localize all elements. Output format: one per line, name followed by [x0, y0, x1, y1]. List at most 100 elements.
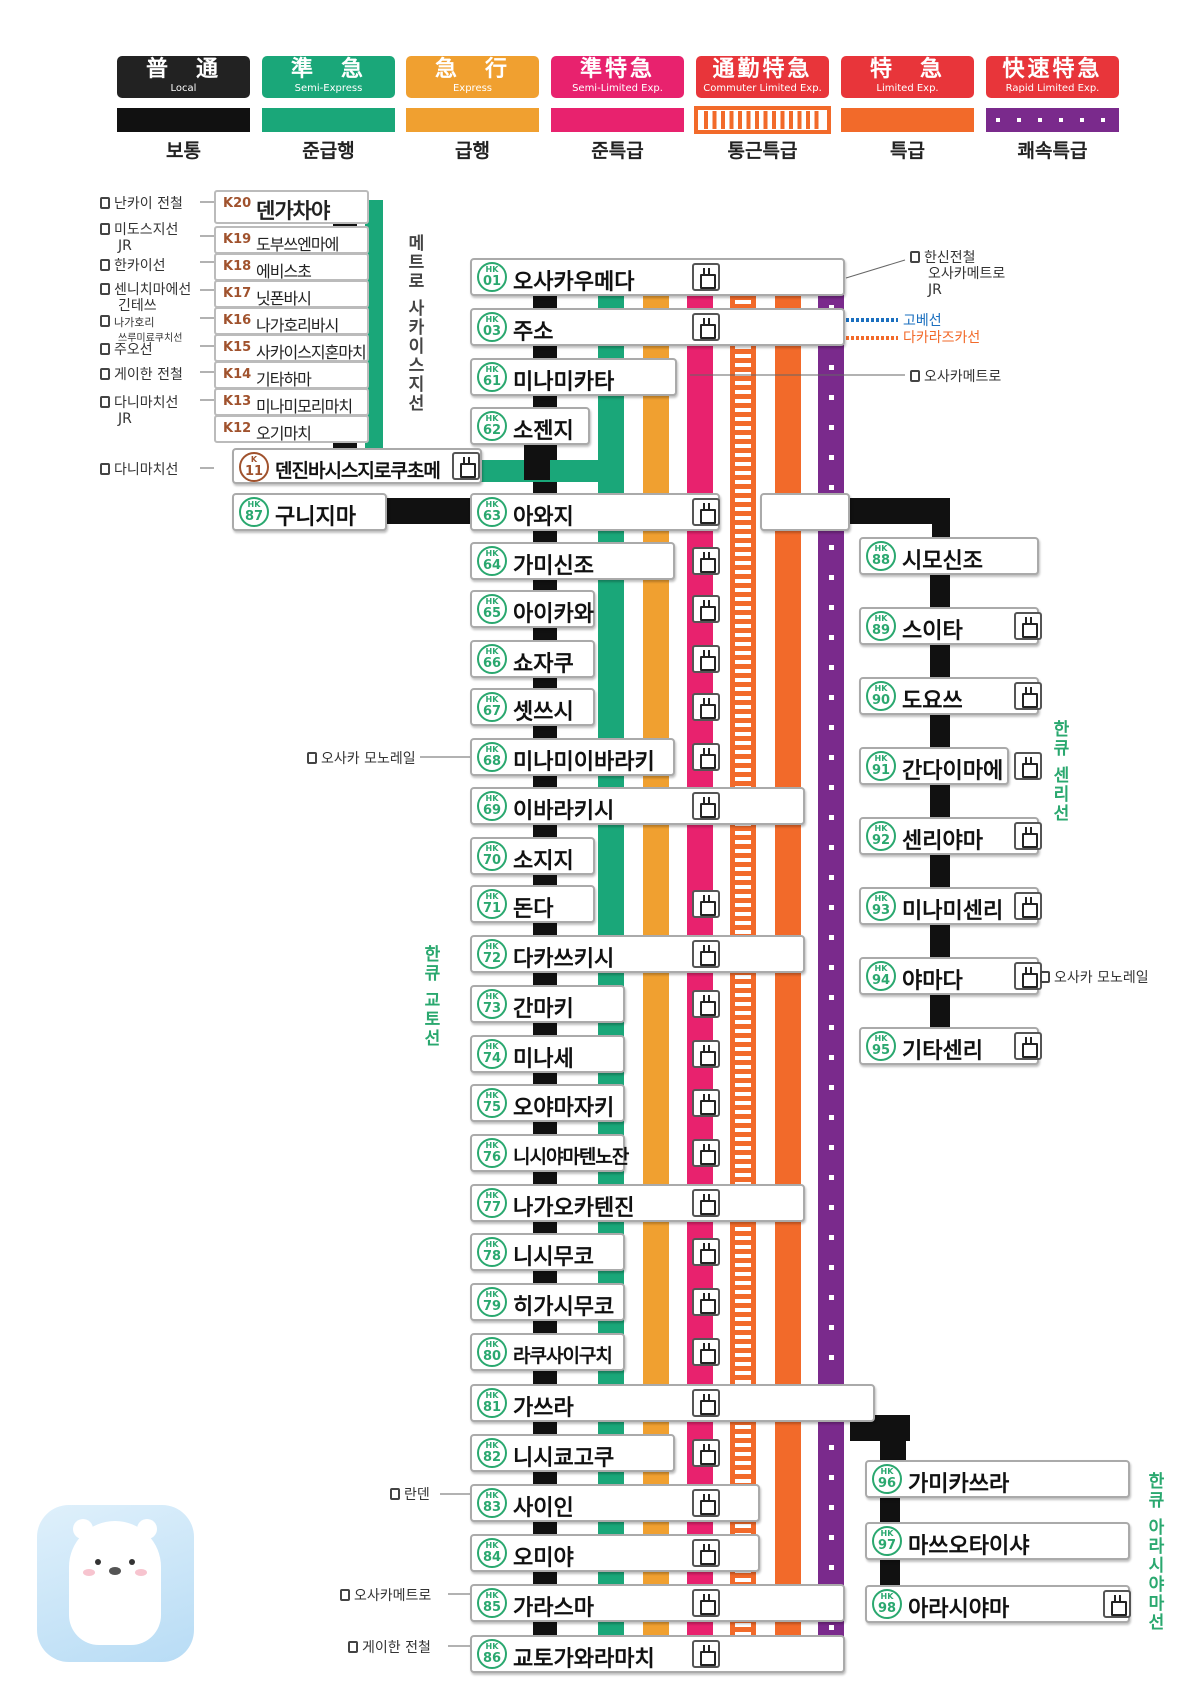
badge-number: 85 — [482, 1600, 502, 1615]
rapid-dot — [829, 785, 834, 790]
commuter-stripe — [735, 1524, 751, 1528]
station-code: K13 — [223, 394, 252, 409]
rapid-dot — [829, 1115, 834, 1120]
ticket-gate-icon — [692, 1539, 720, 1567]
badge-number: 62 — [482, 423, 502, 438]
train-icon — [100, 283, 110, 295]
legend-jp-label: 準 急 — [290, 57, 366, 82]
legend-commuter-stripe — [814, 111, 819, 129]
commuter-stripe — [735, 741, 751, 745]
badge-number: 84 — [482, 1550, 502, 1565]
legend-line-swatch — [551, 108, 684, 132]
commuter-stripe — [735, 1074, 751, 1078]
ticket-gate-icon — [692, 1640, 720, 1668]
rapid-dot — [829, 1235, 834, 1240]
senri-line-label: 한큐 센리선 — [1049, 720, 1069, 823]
rapid-dot — [829, 725, 834, 730]
commuter-stripe — [735, 759, 751, 763]
ticket-gate-icon — [1103, 1590, 1131, 1618]
station-name: 가쓰라 — [513, 1396, 574, 1421]
badge-prefix: HK — [485, 549, 499, 558]
commuter-stripe — [735, 885, 751, 889]
legend-commuter-stripe — [729, 111, 734, 129]
badge-prefix: HK — [485, 1091, 499, 1100]
train-icon — [910, 370, 920, 382]
transfer-line-name: 센니치마에선 — [114, 282, 192, 298]
badge-prefix: K — [250, 455, 258, 464]
rapid-dot — [829, 1475, 834, 1480]
commuter-stripe — [735, 579, 751, 583]
legend-jp-label: 快速特急 — [1002, 57, 1103, 82]
rapid-dot — [829, 905, 834, 910]
rapid-dot — [829, 1535, 834, 1540]
train-icon — [100, 223, 110, 235]
commuter-stripe — [735, 1470, 751, 1474]
station-name: 시모신조 — [902, 549, 983, 574]
legend-jp-label: 急 行 — [434, 57, 510, 82]
station-name: 미나미카타 — [513, 370, 615, 395]
badge-number: 76 — [482, 1150, 502, 1165]
kawaramachi-transfer-label: 게이한 전철 — [348, 1640, 431, 1656]
badge-number: 68 — [482, 754, 502, 769]
train-icon — [100, 259, 110, 271]
commuter-stripe — [735, 1281, 751, 1285]
badge-prefix: HK — [485, 1141, 499, 1150]
senkyo-local-link — [380, 498, 480, 524]
commuter-stripe — [735, 615, 751, 619]
